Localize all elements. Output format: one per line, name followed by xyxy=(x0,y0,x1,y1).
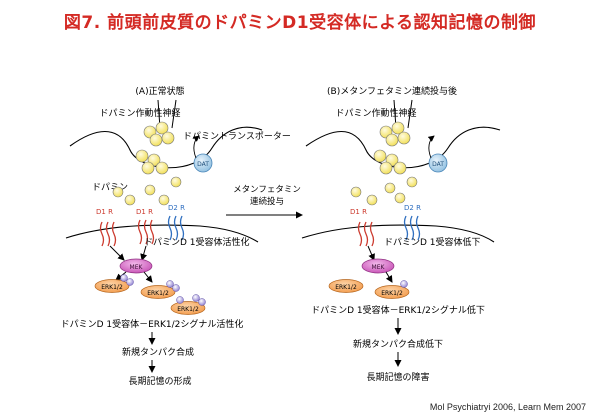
arrow-icon xyxy=(367,245,375,261)
postsynaptic-membrane xyxy=(65,224,259,243)
vesicle-icon xyxy=(135,149,149,163)
phosphate-icon xyxy=(176,296,184,304)
vesicle-cluster-top xyxy=(143,121,175,147)
d1r-label-right: D1 R xyxy=(136,208,153,216)
vesicle-icon xyxy=(161,131,175,145)
phosphate-icon xyxy=(400,280,408,288)
vesicle-icon xyxy=(397,131,411,145)
d1r-label: D1 R xyxy=(350,208,367,216)
erk-label-1: ERK1/2 xyxy=(101,284,123,291)
dat-label: DAT xyxy=(197,161,209,168)
d2r-label: D2 R xyxy=(168,204,185,212)
erk-icon xyxy=(140,285,176,299)
vesicle-icon xyxy=(379,161,393,175)
phosphate-icon xyxy=(192,294,200,302)
phosphate-icon xyxy=(198,298,206,306)
arrow-icon xyxy=(143,271,153,283)
erk-label-3: ERK1/2 xyxy=(177,306,199,313)
reuptake-arrow xyxy=(427,135,435,159)
signal-label: ドパミンD 1受容体－ERK1/2シグナル活性化 xyxy=(61,318,244,330)
panel-a-neuron-label: ドパミン作動性神経 xyxy=(99,107,180,119)
receptor-icon xyxy=(167,215,185,241)
postsynaptic-membrane xyxy=(301,224,495,243)
dopamine-molecule-icon xyxy=(394,192,406,204)
dopamine-molecule-icon xyxy=(158,194,170,206)
receptor-icon xyxy=(99,221,117,247)
panel-b: (B)メタンフェタミン連続投与後 ドパミン作動性神経 DAT D1 R D2 R xyxy=(301,85,501,383)
signal-label: ドパミンD 1受容体－ERK1/2シグナル低下 xyxy=(311,304,485,316)
dopamine-molecule-icon xyxy=(384,182,396,194)
reuptake-arrow xyxy=(192,135,200,159)
receptor-icon xyxy=(137,219,155,245)
erk-icon xyxy=(94,279,130,293)
step2-label: 長期記憶の障害 xyxy=(366,371,429,383)
center-transition: メタンフェタミン 連続投与 xyxy=(226,185,303,219)
step2-label: 長期記憶の形成 xyxy=(128,375,191,387)
center-label-1: メタンフェタミン xyxy=(233,185,301,195)
dopamine-molecule-icon xyxy=(124,194,136,206)
citation: Mol Psychiatryi 2006, Learn Mem 2007 xyxy=(429,402,586,412)
erk-label-1: ERK1/2 xyxy=(335,284,357,291)
dopamine-molecule-icon xyxy=(406,176,418,188)
receptor-icon xyxy=(357,221,375,247)
transporter-icon xyxy=(193,153,213,173)
dopamine-label: ドパミン xyxy=(92,182,128,193)
d1r-label-left: D1 R xyxy=(96,208,113,216)
dopamine-molecule-icon xyxy=(350,186,362,198)
dopamine-molecule-icon xyxy=(366,194,378,206)
vesicle-icon xyxy=(373,149,387,163)
phosphate-icon xyxy=(172,284,180,292)
phosphate-icon xyxy=(166,280,174,288)
vesicle-icon xyxy=(391,121,405,135)
arrow-icon xyxy=(109,245,125,261)
vesicle-icon xyxy=(385,133,399,147)
receptor-status-label: ドパミンD 1受容体低下 xyxy=(384,236,481,248)
erk-icon xyxy=(374,285,410,299)
receptor-icon xyxy=(403,215,421,241)
dopamine-molecule-icon xyxy=(112,186,124,198)
transporter-label: ドパミントランスポーター xyxy=(183,131,291,142)
dopamine-molecule-icon xyxy=(144,184,156,196)
d2r-label: D2 R xyxy=(404,204,421,212)
vesicle-cluster-bottom xyxy=(373,149,407,175)
vesicle-icon xyxy=(141,161,155,175)
erk-icon xyxy=(170,301,206,315)
vesicle-icon xyxy=(155,121,169,135)
center-label-2: 連続投与 xyxy=(250,196,284,207)
erk-label-2: ERK1/2 xyxy=(381,290,403,297)
mek-label: MEK xyxy=(130,264,144,271)
step1-label: 新規タンパク合成 xyxy=(122,346,194,358)
dopamine-molecule-icon xyxy=(170,176,182,188)
panel-b-neuron-label: ドパミン作動性神経 xyxy=(335,107,416,119)
receptor-status-label: ドパミンD 1受容体活性化 xyxy=(144,236,250,248)
vesicle-icon xyxy=(393,161,407,175)
erk-icon xyxy=(328,279,364,293)
mek-label: MEK xyxy=(372,264,386,271)
step1-label: 新規タンパク合成低下 xyxy=(353,338,443,350)
panel-b-heading: (B)メタンフェタミン連続投与後 xyxy=(327,85,457,97)
dat-label: DAT xyxy=(432,161,444,168)
phosphate-icon xyxy=(126,278,134,286)
erk-label-2: ERK1/2 xyxy=(147,290,169,297)
vesicle-icon xyxy=(149,133,163,147)
arrow-icon xyxy=(385,271,393,283)
vesicle-cluster-top xyxy=(379,121,411,147)
mek-icon xyxy=(361,258,395,274)
transporter-icon xyxy=(428,153,448,173)
arrow-icon xyxy=(140,245,148,261)
vesicle-icon xyxy=(155,161,169,175)
figure-title: 図7. 前頭前皮質のドパミンD1受容体による認知記憶の制御 xyxy=(63,13,537,33)
vesicle-cluster-bottom xyxy=(135,149,169,175)
mek-icon xyxy=(119,258,153,274)
phosphate-icon xyxy=(120,274,128,282)
panel-a: (A)正常状態 ドパミン作動性神経 DAT ドパミントランスポーター ドパミン xyxy=(61,85,291,387)
panel-a-heading: (A)正常状態 xyxy=(135,85,184,97)
